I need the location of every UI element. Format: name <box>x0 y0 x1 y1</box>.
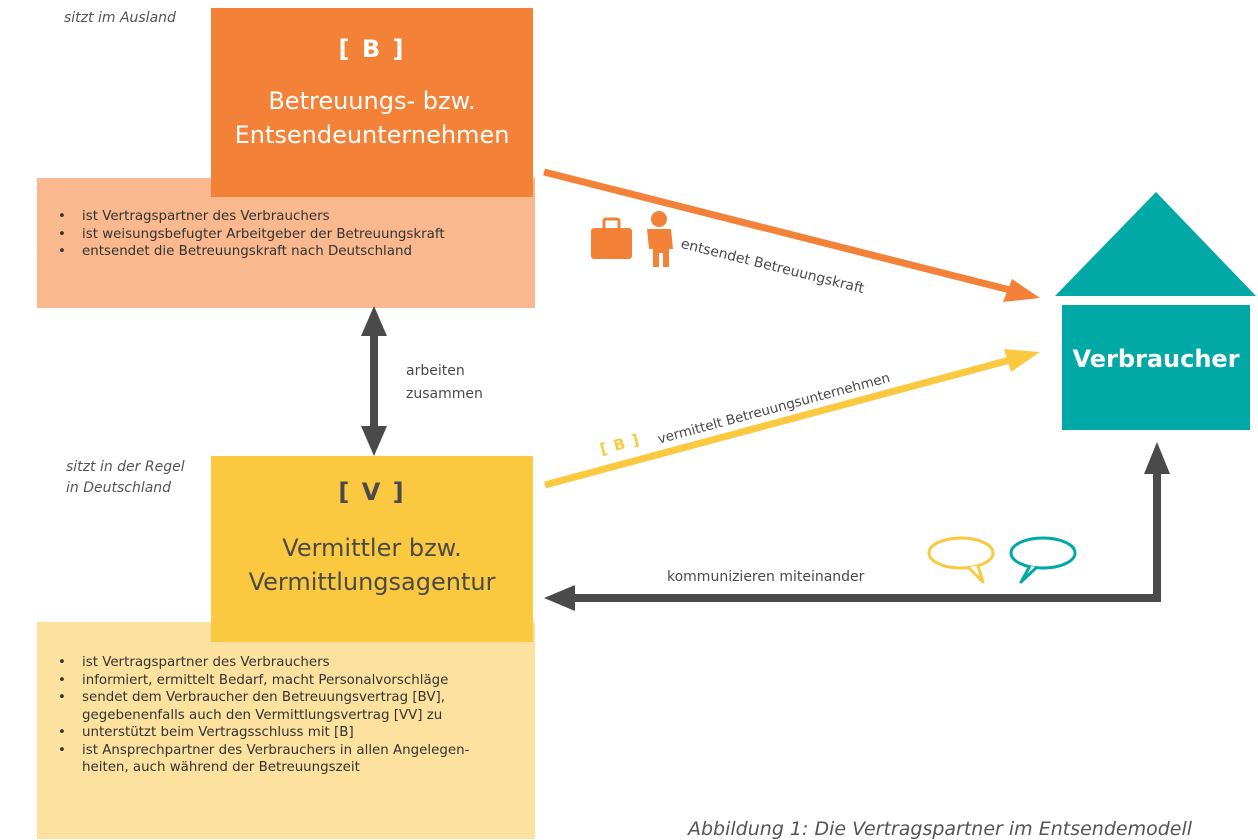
v-bullet-list: ist Vertragspartner des Verbrauchers inf… <box>37 654 535 777</box>
list-item: unterstützt beim Vertragsschluss mit [B] <box>58 724 535 742</box>
list-item: ist Vertragspartner des Verbrauchers <box>58 654 535 672</box>
list-item: sendet dem Verbraucher den Betreuungsver… <box>58 689 535 707</box>
b-title: Betreuungs- bzw. Entsendeunternehmen <box>211 84 533 152</box>
cooperate-arrowhead-up <box>361 306 387 336</box>
v-title-line1: Vermittler bzw. <box>282 534 462 562</box>
list-item-continuation: gegebenenfalls auch den Vermittlungsvert… <box>82 707 443 723</box>
mediates-arrow-line <box>544 356 1011 489</box>
sends-arrowhead <box>1003 279 1040 302</box>
cooperate-label: arbeiten zusammen <box>406 360 483 406</box>
list-item-continuation: heiten, auch während der Betreuungszeit <box>82 760 360 775</box>
suitcase-icon <box>591 217 632 259</box>
communicate-arrowhead-up <box>1144 442 1170 474</box>
list-item: ist Vertragspartner des Verbrauchers <box>58 208 535 226</box>
list-item: ist weisungsbefugter Arbeitgeber der Bet… <box>58 226 535 244</box>
b-location-note: sitzt im Ausland <box>64 10 176 26</box>
list-item: ist Ansprechpartner des Verbrauchers in … <box>58 742 535 760</box>
communicate-label: kommunizieren miteinander <box>667 569 865 585</box>
b-bullet-list: ist Vertragspartner des Verbrauchers ist… <box>37 208 535 261</box>
consumer-label: Verbraucher <box>1072 345 1240 373</box>
v-agency-box: [ V ] Vermittler bzw. Vermittlungsagentu… <box>211 456 533 642</box>
list-item: informiert, ermittelt Bedarf, macht Pers… <box>58 672 535 690</box>
b-title-line2: Entsendeunternehmen <box>234 121 510 149</box>
communicate-arrowhead-left <box>544 585 575 611</box>
sends-arrow-line <box>543 168 1011 294</box>
list-item: entsendet die Betreuungskraft nach Deuts… <box>58 243 535 261</box>
v-location-note-line2: in Deutschland <box>66 480 172 496</box>
speech-bubble-yellow-icon <box>927 536 995 584</box>
cooperate-label-line2: zusammen <box>406 386 483 402</box>
cooperate-arrowhead-down <box>361 426 387 456</box>
v-info-panel: ist Vertragspartner des Verbrauchers inf… <box>37 622 535 839</box>
b-title-line1: Betreuungs- bzw. <box>268 87 476 115</box>
v-title: Vermittler bzw. Vermittlungsagentur <box>211 531 533 599</box>
mediates-arrowhead <box>1004 349 1040 372</box>
v-location-note-line1: sitzt in der Regel <box>66 459 185 475</box>
caregiver-icon <box>647 211 673 267</box>
house-roof <box>1055 192 1256 296</box>
v-location-note: sitzt in der Regel in Deutschland <box>66 457 185 499</box>
b-company-box: [ B ] Betreuungs- bzw. Entsendeunternehm… <box>211 8 533 197</box>
house-body <box>1062 305 1250 430</box>
v-badge: [ V ] <box>338 478 406 506</box>
b-info-panel: ist Vertragspartner des Verbrauchers ist… <box>37 178 535 308</box>
b-badge: [ B ] <box>338 35 406 63</box>
v-title-line2: Vermittlungsagentur <box>248 568 496 596</box>
figure-caption: Abbildung 1: Die Vertragspartner im Ents… <box>688 818 1193 840</box>
cooperate-label-line1: arbeiten <box>406 363 465 379</box>
communicate-arrow-line <box>572 472 1161 602</box>
speech-bubble-teal-icon <box>1009 536 1077 584</box>
